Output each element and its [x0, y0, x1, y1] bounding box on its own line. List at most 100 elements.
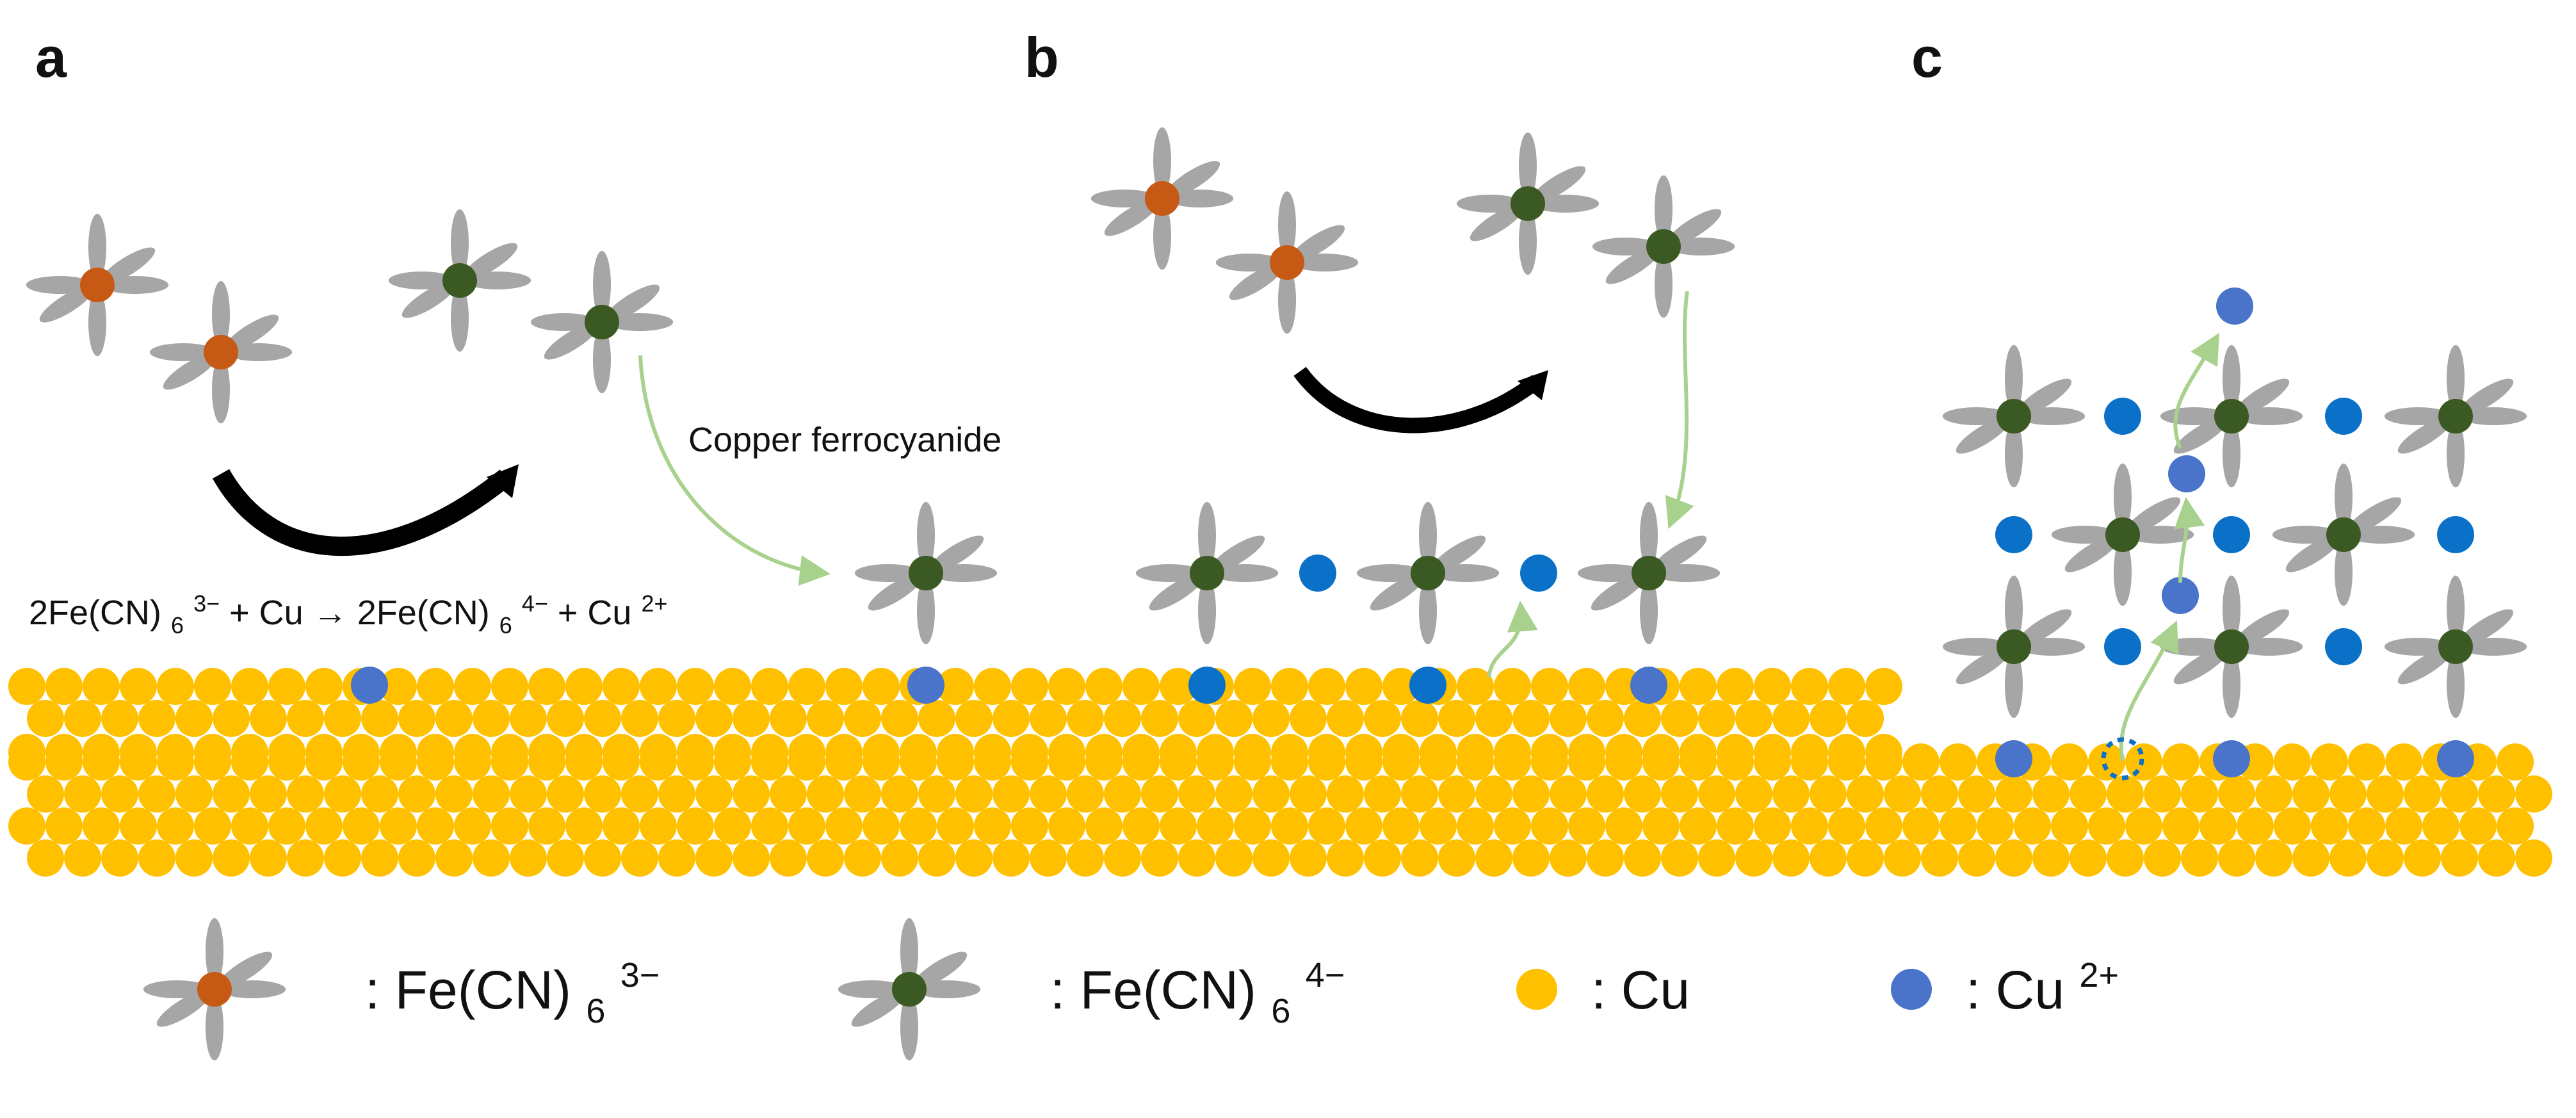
cu-atom: [695, 775, 733, 813]
cu-atom: [510, 700, 547, 737]
cu-atom: [231, 734, 268, 771]
cu-atom: [1550, 700, 1587, 737]
cu-atom: [714, 668, 751, 705]
cu-atom: [1252, 700, 1290, 737]
fe4-molecule-surface: [854, 501, 998, 645]
cu-atom: [157, 734, 194, 771]
cu-atom: [213, 839, 250, 877]
cu-atom: [1587, 700, 1624, 737]
cu-atom: [2497, 807, 2534, 845]
cu-atom: [1438, 700, 1475, 737]
cu-atom: [2367, 775, 2404, 813]
cu-atom: [584, 775, 621, 813]
cu-atom: [2014, 807, 2051, 845]
cu-atom: [1104, 775, 1141, 813]
fe-center-atom: [1997, 399, 2031, 433]
cu-atom: [1048, 807, 1085, 845]
cu-atom: [955, 775, 992, 813]
ligand-petal: [462, 243, 518, 280]
cu-atom: [2478, 839, 2515, 877]
cu-atom: [1234, 668, 1271, 705]
fe-center-atom: [197, 972, 232, 1007]
cu-atom: [1995, 775, 2032, 813]
fe-center-atom: [1270, 245, 1304, 280]
eq-lhs-main: 2Fe(CN): [29, 594, 161, 632]
ligand-petal: [2458, 378, 2514, 416]
cu2-ion: [1520, 555, 1557, 592]
cu-atom: [937, 807, 974, 845]
cu-atom: [1327, 700, 1364, 737]
cu-atom: [1828, 734, 1865, 771]
fe4-molecule-lattice: [2384, 575, 2527, 718]
ligand-petal: [1153, 127, 1171, 195]
fe-center-atom: [909, 556, 943, 590]
cu-atom: [1215, 775, 1252, 813]
cu-atom: [807, 839, 844, 877]
cu-atom: [2070, 775, 2107, 813]
fe3-molecule: [1090, 127, 1234, 270]
cu-atom: [881, 775, 918, 813]
cu-atom: [1568, 807, 1605, 845]
ligand-petal: [212, 280, 230, 348]
cu-atom: [1048, 668, 1085, 705]
legend-fe3-label: : Fe(CN) 6 3−: [365, 956, 660, 1034]
cu-atom: [27, 775, 64, 813]
cu-atom: [194, 807, 231, 845]
cu-atom: [213, 700, 250, 737]
cu-atom: [1252, 775, 1290, 813]
cu-atom: [1531, 807, 1568, 845]
cu-atom: [2404, 775, 2441, 813]
ligand-petal: [401, 280, 457, 318]
cu-atom: [1438, 839, 1475, 877]
copper-substrate: [8, 668, 2552, 877]
cu-atom: [2144, 775, 2181, 813]
fe-center-atom: [1646, 229, 1681, 264]
cu-atom: [1531, 668, 1568, 705]
cu2-ion: [2213, 516, 2250, 553]
cu-atom: [1104, 700, 1141, 737]
fe4-molecule-lattice: [2051, 463, 2194, 606]
cu-atom: [8, 668, 45, 705]
cu-atom: [175, 775, 213, 813]
ligand-petal: [2016, 378, 2072, 416]
cu-atom: [528, 807, 565, 845]
cu-atom: [528, 734, 565, 771]
cu-atom: [1810, 839, 1847, 877]
ligand-petal: [206, 918, 223, 985]
eq-tail-sup: 2+: [641, 590, 667, 617]
cu-atom: [2070, 839, 2107, 877]
cu-atom: [1234, 734, 1271, 771]
fe-center-atom: [442, 263, 477, 298]
cu-atom: [1401, 839, 1438, 877]
cu-atom: [825, 668, 863, 705]
ligand-petal: [2005, 651, 2023, 718]
ligand-petal: [1591, 573, 1646, 611]
ligand-petal: [1605, 247, 1661, 284]
ligand-petal: [1278, 191, 1296, 259]
cu-atom: [1550, 775, 1587, 813]
ligand-petal: [2016, 609, 2072, 647]
ligand-petal: [2234, 378, 2290, 416]
cu-atom: [2255, 775, 2292, 813]
cu-atom: [918, 839, 955, 877]
cu-atom: [398, 700, 435, 737]
cu-atom: [547, 839, 584, 877]
ligand-petal: [206, 993, 223, 1061]
cu-atom: [101, 839, 138, 877]
cu-atom: [454, 807, 491, 845]
cu-atom: [417, 734, 454, 771]
eq-lhs-sup: 3−: [193, 590, 220, 617]
fe4-molecule-lattice: [2384, 344, 2527, 488]
cu-atom: [2199, 807, 2237, 845]
cu-atom: [157, 807, 194, 845]
cu-atom: [1438, 775, 1475, 813]
cu-atom: [1457, 668, 1494, 705]
ligand-petal: [1165, 161, 1220, 198]
cu-atom: [1067, 839, 1104, 877]
ligand-petal: [2447, 420, 2465, 488]
cu-atom: [1085, 668, 1122, 705]
ligand-petal: [593, 326, 611, 394]
cu-atom: [1847, 839, 1884, 877]
legend-fe3-sup: 3−: [620, 956, 660, 994]
